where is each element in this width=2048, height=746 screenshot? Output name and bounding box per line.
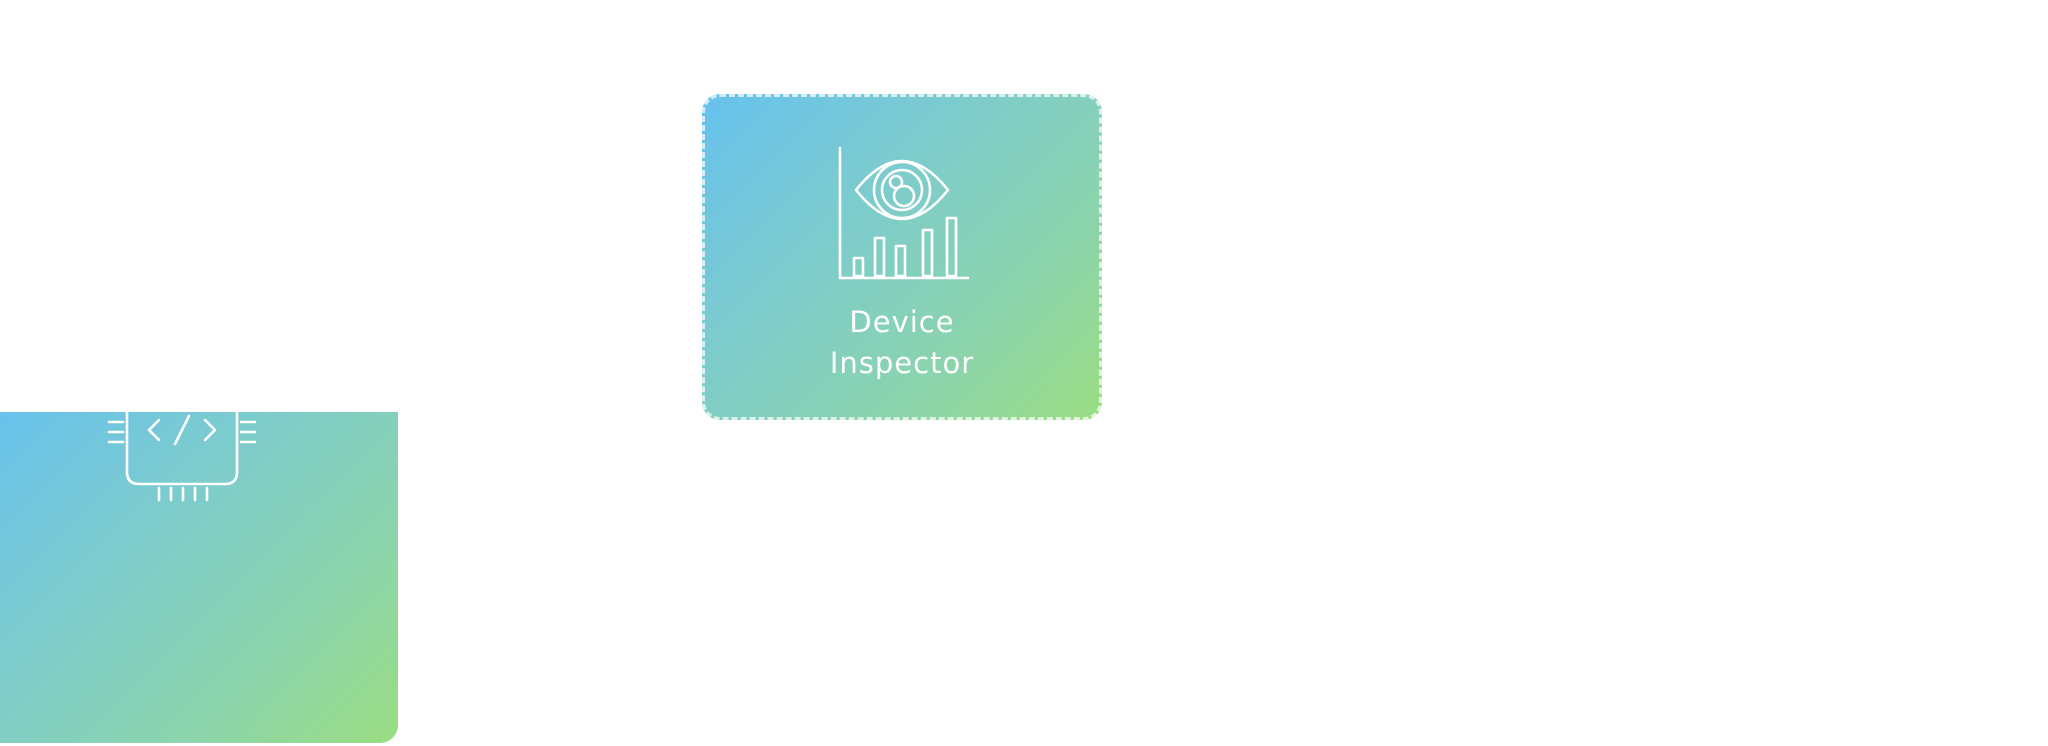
label-line-1: Device xyxy=(849,305,955,339)
device-inspector-tile[interactable]: Device Inspector xyxy=(702,94,1102,420)
eye-chart-icon xyxy=(838,146,970,280)
device-inspector-label: Device Inspector xyxy=(702,302,1102,384)
firmware-tile[interactable] xyxy=(0,412,398,743)
chip-code-icon xyxy=(107,412,257,502)
label-line-2: Inspector xyxy=(829,346,975,380)
